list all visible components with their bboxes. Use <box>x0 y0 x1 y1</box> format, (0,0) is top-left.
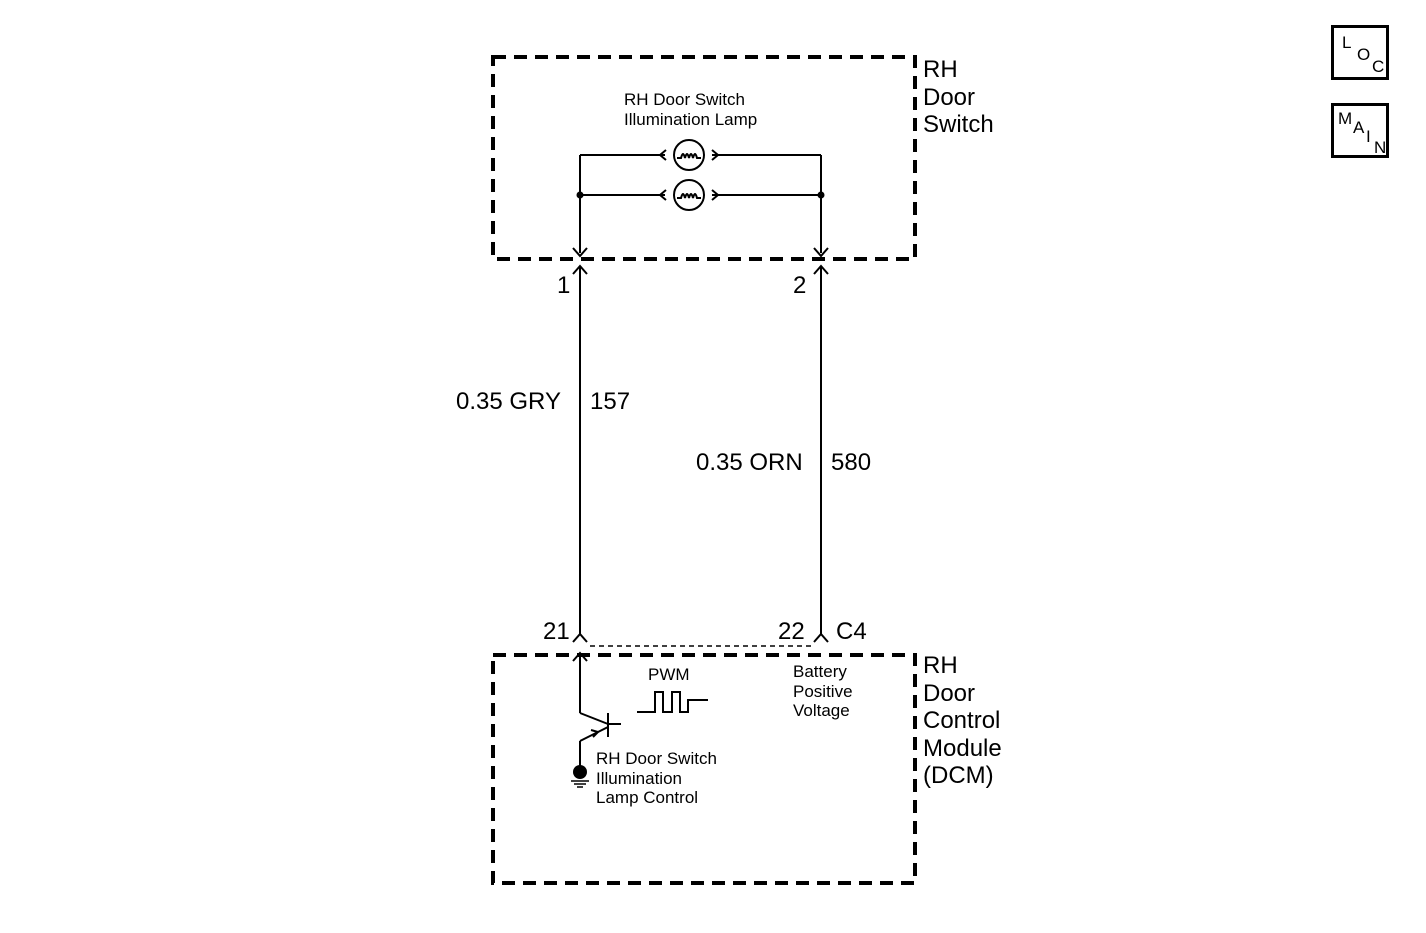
door-switch-title-line: RH <box>923 56 958 83</box>
pwm-waveform-icon <box>637 691 708 713</box>
battery-voltage-label: Battery Positive Voltage <box>793 662 853 721</box>
splice-dot <box>576 191 584 199</box>
door-switch-title: RH Door Switch <box>923 56 994 139</box>
loc-letter: C <box>1372 57 1385 76</box>
battery-voltage-label-line: Voltage <box>793 701 850 721</box>
main-letter: I <box>1366 127 1371 146</box>
module-pin-21-connector <box>572 632 588 662</box>
battery-voltage-label-line: Positive <box>793 681 853 701</box>
door-control-module-box <box>491 653 917 885</box>
wire-gauge-color-label: 0.35 GRY <box>456 388 561 415</box>
lamp-circuit <box>579 149 822 253</box>
loc-button[interactable]: L O C <box>1331 25 1389 80</box>
main-button[interactable]: M A I N <box>1331 103 1389 158</box>
splice-dot <box>817 191 825 199</box>
loc-letter: L <box>1342 33 1352 52</box>
pin-label-1: 1 <box>557 272 571 299</box>
wire-circuit-number: 157 <box>590 388 631 415</box>
module-title-line: RH <box>923 652 958 679</box>
wire-circuit-number: 580 <box>831 449 872 476</box>
door-switch-box <box>491 55 917 261</box>
main-letter: N <box>1374 138 1387 157</box>
lamp-control-transistor <box>579 655 621 768</box>
door-switch-title-line: Switch <box>923 111 994 139</box>
illumination-lamp-bulb <box>673 179 705 211</box>
module-pin-22-connector <box>813 632 829 643</box>
wire-gauge-color-label: 0.35 ORN <box>696 449 803 476</box>
lamp-control-label-line: Illumination <box>596 768 682 788</box>
lamp-label-line: RH Door Switch <box>624 90 745 109</box>
module-title-line: Control <box>923 707 1001 735</box>
module-title: RH Door Control Module (DCM) <box>923 652 1002 790</box>
connector-label-c4: C4 <box>836 618 867 645</box>
lamp-control-label-line: Lamp Control <box>596 788 699 808</box>
ground-symbol <box>571 765 589 788</box>
module-title-line: Door <box>923 679 976 707</box>
main-letter: A <box>1353 118 1365 137</box>
pwm-label: PWM <box>648 665 690 684</box>
pin-label-21: 21 <box>543 618 570 645</box>
pin-label-22: 22 <box>778 618 805 645</box>
lamp-label: RH Door Switch Illumination Lamp <box>624 90 757 129</box>
lamp-control-label-line: RH Door Switch <box>596 749 717 768</box>
main-letter: M <box>1338 109 1353 128</box>
battery-voltage-label-line: Battery <box>793 662 847 681</box>
lamp-label-line: Illumination Lamp <box>624 109 758 129</box>
door-switch-title-line: Door <box>923 83 976 111</box>
module-title-line: Module <box>923 734 1002 762</box>
module-title-line: (DCM) <box>923 762 994 790</box>
illumination-lamp-bulb <box>673 139 705 171</box>
pin-label-2: 2 <box>793 272 807 299</box>
loc-letter: O <box>1357 45 1371 64</box>
lamp-control-label: RH Door Switch Illumination Lamp Control <box>596 749 717 808</box>
